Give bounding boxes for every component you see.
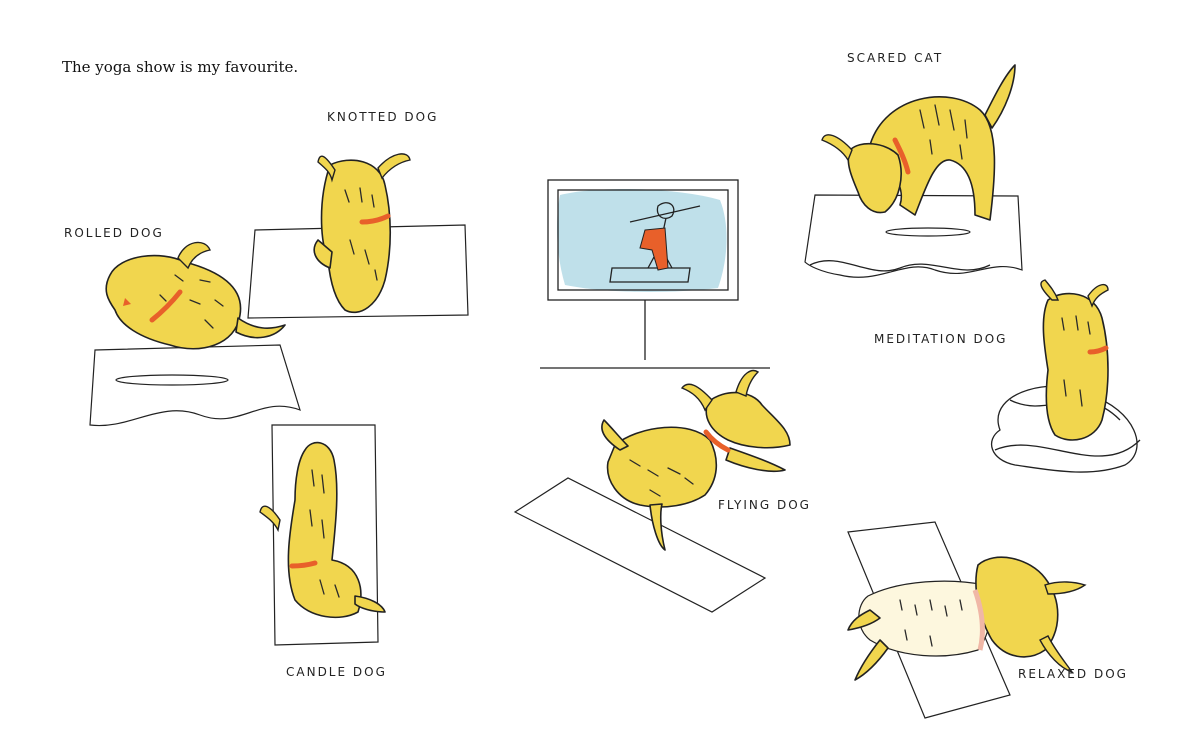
relaxed-dog-front-leg xyxy=(847,609,881,631)
rolled-dog-fur xyxy=(159,274,224,329)
tv-stand xyxy=(540,300,770,369)
label-rolled-dog: ROLLED DOG xyxy=(64,226,164,240)
meditation-dog xyxy=(991,279,1141,473)
label-knotted-dog: KNOTTED DOG xyxy=(327,110,439,124)
meditation-dog-collar xyxy=(1087,345,1109,355)
relaxed-dog-fur xyxy=(899,599,963,647)
tv-screen xyxy=(557,189,729,291)
flying-dog-head xyxy=(705,391,791,449)
rolled-dog-tail xyxy=(235,317,286,339)
flying-dog-ear-left xyxy=(680,383,713,412)
candle-dog-body xyxy=(287,441,362,619)
tv-person-clothes xyxy=(639,227,669,271)
relaxed-dog xyxy=(847,521,1087,719)
relaxed-dog-collar xyxy=(972,589,985,651)
flying-dog-ear-right xyxy=(735,369,760,397)
candle-dog xyxy=(259,424,386,646)
candle-dog-leg xyxy=(354,595,386,613)
meditation-dog-body xyxy=(1042,292,1109,441)
candle-dog-fur xyxy=(309,469,340,598)
label-meditation-dog: MEDITATION DOG xyxy=(874,332,1008,346)
scared-cat-fur xyxy=(919,104,968,160)
label-relaxed-dog: RELAXED DOG xyxy=(1018,667,1128,681)
rolled-dog-collar xyxy=(149,289,183,323)
story-caption: The yoga show is my favourite. xyxy=(62,58,299,76)
label-scared-cat: SCARED CAT xyxy=(847,51,944,65)
rolled-dog-mat xyxy=(89,344,301,427)
flying-dog xyxy=(513,369,791,613)
yoga-tv xyxy=(540,179,770,369)
flying-dog-body xyxy=(606,426,718,508)
scared-cat-ear xyxy=(821,134,853,162)
relaxed-dog-ear-top xyxy=(1044,581,1087,595)
rolled-dog-ear xyxy=(177,241,211,270)
scared-cat-body xyxy=(869,96,996,221)
meditation-dog-ear-right xyxy=(1087,283,1109,308)
meditation-dog-fur xyxy=(1061,315,1091,407)
scared-cat-tail xyxy=(984,64,1016,129)
label-flying-dog: FLYING DOG xyxy=(718,498,811,512)
tv-frame xyxy=(547,179,739,301)
flying-dog-collar xyxy=(703,429,731,453)
scared-cat-dog xyxy=(804,64,1023,278)
rolled-dog xyxy=(89,241,301,427)
knotted-dog xyxy=(247,153,469,319)
scared-cat-mat-wave xyxy=(809,260,991,272)
knotted-dog-leg xyxy=(313,239,333,269)
flying-dog-arm xyxy=(725,447,786,473)
meditation-dog-ear-left xyxy=(1040,279,1060,301)
relaxed-dog-blanket xyxy=(858,580,992,657)
knotted-dog-fur xyxy=(344,187,378,281)
relaxed-dog-ear-bottom xyxy=(1039,635,1074,674)
rolled-dog-tongue xyxy=(123,298,131,306)
flying-dog-back-leg xyxy=(649,503,666,551)
scared-cat-shadow xyxy=(885,227,971,237)
knotted-dog-collar xyxy=(359,213,391,225)
rolled-dog-shadow xyxy=(115,374,229,386)
flying-dog-leg xyxy=(601,419,629,451)
knotted-dog-ear-right xyxy=(377,153,411,180)
label-candle-dog: CANDLE DOG xyxy=(286,665,387,679)
scared-cat-head xyxy=(847,142,902,214)
scared-cat-collar xyxy=(892,137,911,175)
candle-dog-ear xyxy=(259,505,281,533)
knotted-dog-ear-left xyxy=(317,155,336,183)
relaxed-dog-back-leg xyxy=(854,639,889,681)
flying-dog-mat xyxy=(513,477,767,613)
flying-dog-fur xyxy=(629,459,694,497)
candle-dog-collar xyxy=(289,560,318,569)
